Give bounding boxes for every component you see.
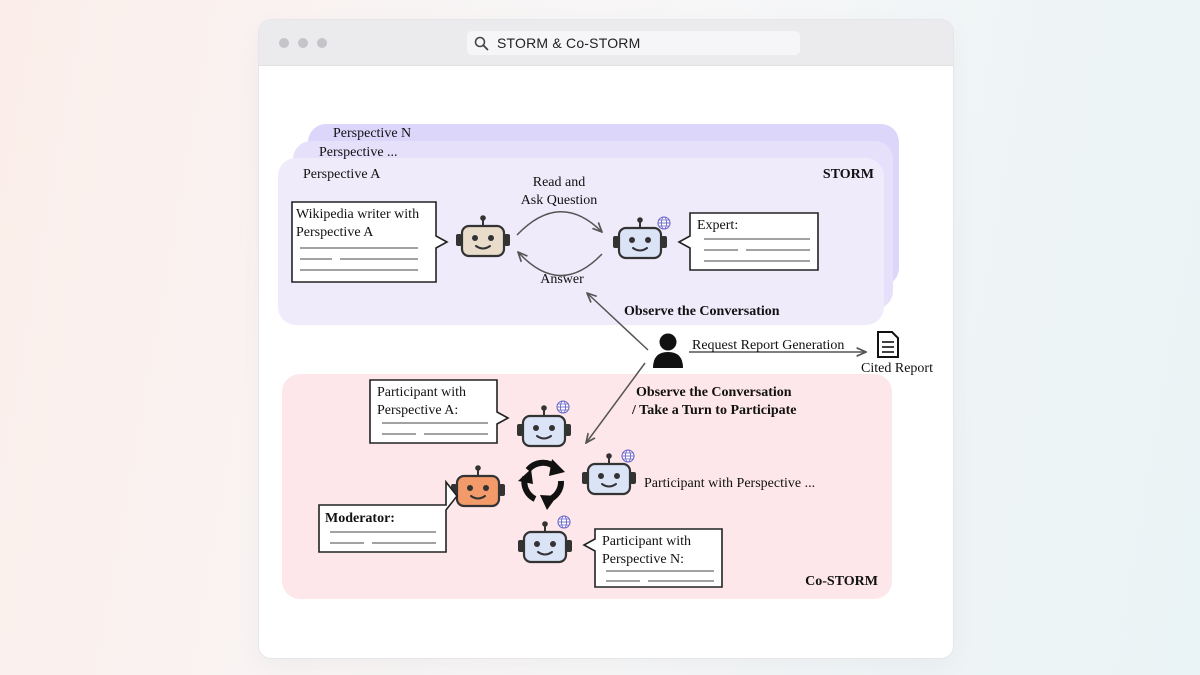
title-bar: STORM & Co-STORM bbox=[259, 20, 953, 66]
read-ask-label-1: Read and bbox=[533, 175, 585, 190]
observe-storm-arrow bbox=[587, 293, 649, 351]
perspective-a-label: Perspective A bbox=[303, 167, 381, 182]
request-report-label: Request Report Generation bbox=[692, 338, 844, 353]
expert-globe-icon bbox=[657, 216, 671, 230]
address-bar[interactable]: STORM & Co-STORM bbox=[467, 31, 800, 55]
window-maximize-dot[interactable] bbox=[317, 38, 327, 48]
participant-a-placeholder-lines bbox=[382, 422, 488, 435]
document-icon bbox=[877, 331, 899, 358]
window-minimize-dot[interactable] bbox=[298, 38, 308, 48]
costorm-section-label: Co-STORM bbox=[805, 574, 878, 589]
observe-costorm-label-1: Observe the Conversation bbox=[636, 385, 792, 400]
participant-n-line-2: Perspective N: bbox=[602, 552, 684, 567]
moderator-speech-bubble bbox=[318, 479, 459, 553]
expert-bubble-label: Expert: bbox=[697, 218, 738, 233]
participant-a-speech-bubble bbox=[369, 379, 510, 444]
cited-report-label: Cited Report bbox=[861, 361, 933, 376]
participant-a-line-2: Perspective A: bbox=[377, 403, 458, 418]
answer-arrow bbox=[518, 252, 603, 277]
writer-bubble-placeholder-lines bbox=[300, 247, 418, 271]
expert-bubble-placeholder-lines bbox=[704, 238, 810, 262]
storm-section-label: STORM bbox=[823, 167, 874, 182]
participant-n-speech-bubble bbox=[582, 528, 723, 588]
answer-label: Answer bbox=[540, 272, 584, 287]
moderator-bubble-label: Moderator: bbox=[325, 511, 395, 526]
refresh-cycle-icon bbox=[518, 459, 565, 510]
writer-bubble-line-2: Perspective A bbox=[296, 225, 374, 240]
moderator-placeholder-lines bbox=[330, 531, 436, 544]
participant-n-globe-icon bbox=[557, 515, 571, 529]
perspective-n-label: Perspective N bbox=[333, 126, 411, 141]
window-close-dot[interactable] bbox=[279, 38, 289, 48]
observe-storm-label: Observe the Conversation bbox=[624, 304, 780, 319]
expert-speech-bubble bbox=[677, 212, 819, 271]
observe-costorm-label-2: / Take a Turn to Participate bbox=[631, 403, 797, 418]
writer-speech-bubble bbox=[291, 201, 449, 283]
storm-panel-front bbox=[278, 158, 884, 325]
user-icon bbox=[653, 333, 683, 368]
participant-a-line-1: Participant with bbox=[377, 385, 466, 400]
search-icon bbox=[474, 36, 489, 51]
participant-n-placeholder-lines bbox=[606, 570, 714, 582]
ask-question-arrow bbox=[516, 211, 602, 236]
read-ask-label-2: Ask Question bbox=[521, 193, 598, 208]
participant-middle-globe-icon bbox=[621, 449, 635, 463]
address-text: STORM & Co-STORM bbox=[497, 35, 641, 51]
writer-bubble-line-1: Wikipedia writer with bbox=[296, 207, 419, 222]
participant-n-line-1: Participant with bbox=[602, 534, 691, 549]
perspective-etc-label: Perspective ... bbox=[319, 145, 398, 160]
participant-middle-label: Participant with Perspective ... bbox=[644, 476, 815, 491]
participant-a-globe-icon bbox=[556, 400, 570, 414]
observe-costorm-arrow bbox=[586, 362, 646, 443]
